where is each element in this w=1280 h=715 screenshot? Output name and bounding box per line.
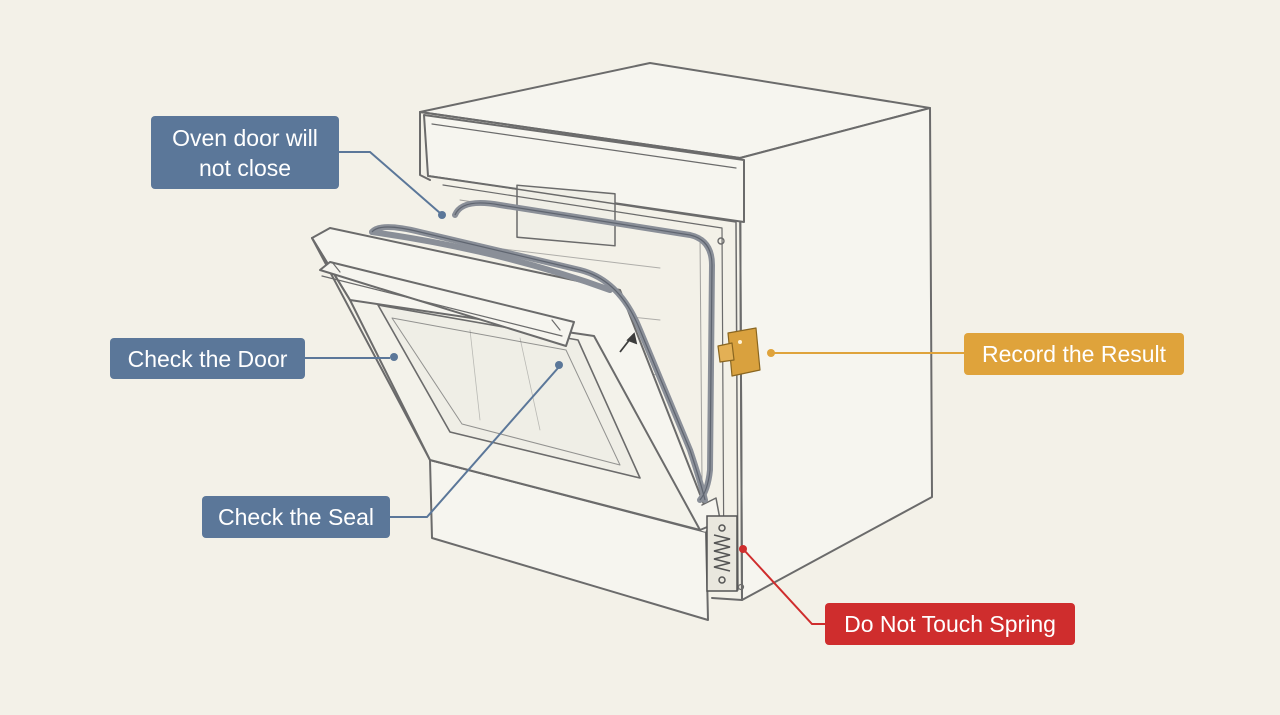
leader-dot-spring (739, 545, 747, 553)
callout-door-will-not-close: Oven door will not close (151, 116, 339, 189)
hinge-spring-icon (706, 515, 738, 592)
callout-check-the-door-label: Check the Door (127, 345, 288, 372)
door-latch-icon (717, 327, 761, 377)
callout-door-will-not-close-line2: not close (198, 154, 292, 181)
oven-door (311, 227, 723, 536)
callout-check-the-door: Check the Door (110, 338, 305, 379)
leader-dot-check-seal (555, 361, 563, 369)
seal-arrow-icon (619, 332, 638, 353)
leader-dot-record (767, 349, 775, 357)
callout-record-the-result-label: Record the Result (981, 341, 1167, 367)
callout-do-not-touch-spring: Do Not Touch Spring (825, 603, 1075, 645)
callout-door-will-not-close-line1: Oven door will (172, 124, 318, 151)
callout-record-the-result: Record the Result (964, 333, 1184, 375)
callout-check-the-seal: Check the Seal (202, 496, 390, 538)
leader-lines (305, 151, 964, 625)
leader-spring (743, 549, 825, 625)
callout-check-the-seal-label: Check the Seal (218, 504, 374, 530)
leader-dot-door-close (438, 211, 446, 219)
callout-do-not-touch-spring-label: Do Not Touch Spring (844, 611, 1056, 637)
leader-door-close (339, 151, 441, 214)
leader-check-seal (390, 367, 559, 518)
leader-dot-check-door (390, 353, 398, 361)
